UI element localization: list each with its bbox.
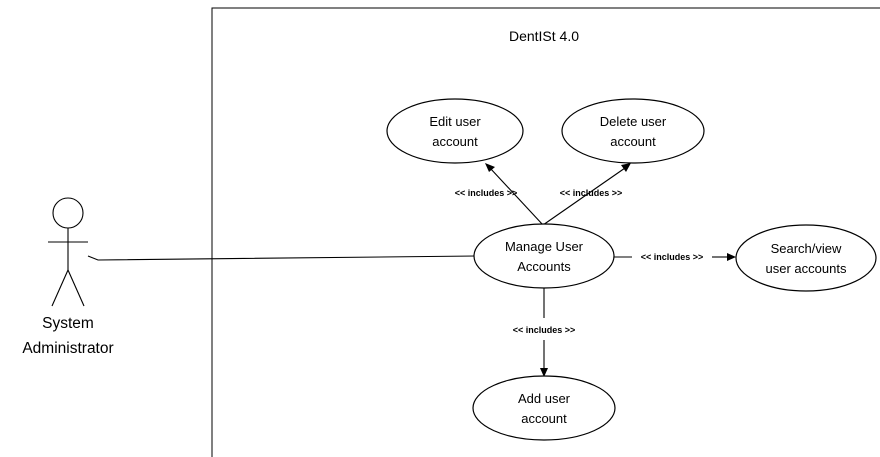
system-boundary: DentISt 4.0 — [211, 7, 880, 457]
use-case-add-account: Add user account — [472, 375, 616, 441]
actor-label-line1: System — [42, 315, 94, 332]
include-label-search: << includes >> — [641, 252, 704, 262]
actor-head — [52, 197, 84, 229]
arrow-head-search — [727, 253, 736, 261]
include-edit-relation — [485, 163, 544, 226]
edit-label-line1: Edit user — [429, 114, 481, 129]
actor-label-line2: Administrator — [22, 340, 113, 357]
include-label-add: << includes >> — [513, 325, 576, 335]
search-label-line1: Search/view — [771, 241, 842, 256]
manage-label-line1: Manage User — [505, 239, 584, 254]
actor-right-leg — [67, 269, 85, 307]
delete-label-line1: Delete user — [600, 114, 667, 129]
delete-label-line2: account — [610, 134, 656, 149]
actor-left-leg — [51, 269, 69, 307]
include-delete-relation — [542, 163, 631, 226]
search-label-line2: user accounts — [766, 261, 847, 276]
include-label-delete: << includes >> — [560, 188, 623, 198]
arrow-head-add — [540, 368, 548, 377]
use-case-delete-account: Delete user account — [561, 98, 705, 164]
include-label-edit: << includes >> — [455, 188, 518, 198]
manage-label-line2: Accounts — [517, 259, 571, 274]
edit-label-line2: account — [432, 134, 478, 149]
arrow-head-delete — [621, 163, 631, 172]
arrow-head-edit — [485, 163, 495, 172]
use-case-manage-accounts: Manage User Accounts — [473, 223, 615, 289]
include-add-relation — [540, 288, 548, 377]
add-label-line1: Add user — [518, 391, 571, 406]
include-search-relation — [613, 253, 736, 261]
actor-system-administrator: System Administrator — [22, 197, 114, 357]
association-line — [87, 255, 477, 261]
add-label-line2: account — [521, 411, 567, 426]
use-case-search-accounts: Search/view user accounts — [735, 224, 877, 292]
use-case-edit-account: Edit user account — [386, 98, 524, 164]
system-title: DentISt 4.0 — [509, 28, 579, 44]
